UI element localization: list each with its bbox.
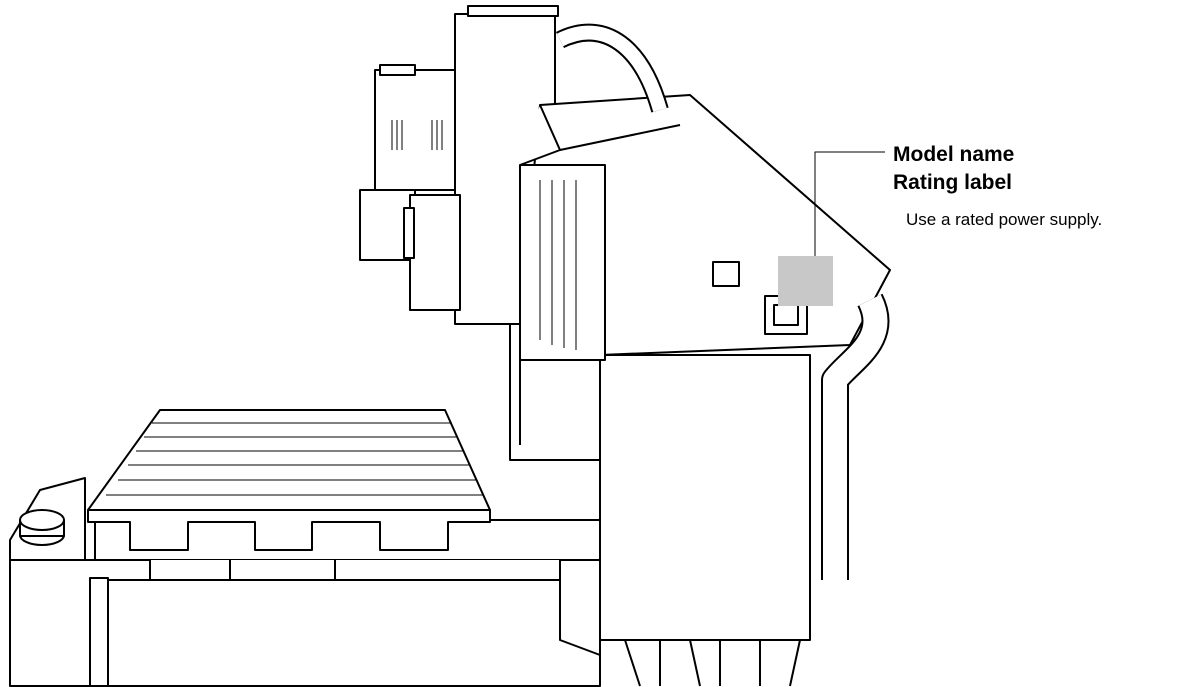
power-supply-note: Use a rated power supply. — [906, 210, 1103, 229]
model-name-label: Model name — [893, 143, 1015, 166]
power-switch — [712, 261, 740, 287]
rating-label-area — [778, 256, 833, 306]
knob — [19, 509, 65, 546]
work-table — [87, 409, 491, 551]
dust-hose — [555, 23, 890, 580]
head-casing — [519, 94, 891, 361]
callout-leader-line — [814, 151, 885, 256]
table-frame — [94, 519, 601, 581]
rating-label-label: Rating label — [893, 171, 1013, 194]
spindle-motor — [359, 64, 461, 311]
